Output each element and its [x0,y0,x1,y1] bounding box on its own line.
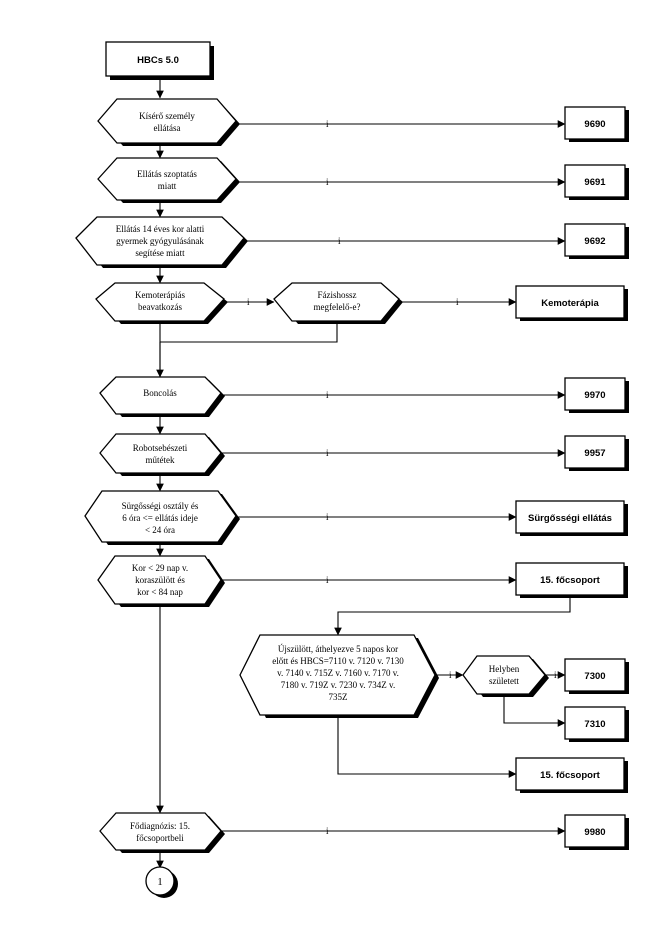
svg-text:előtt és HBCS=7110 v. 7120 v.: előtt és HBCS=7110 v. 7120 v. 7130 [272,656,404,666]
svg-text:kor < 84 nap: kor < 84 nap [137,587,183,597]
decision-14-eves: Ellátás 14 éves kor alatti gyermek gyógy… [75,216,248,268]
svg-text:segítése miatt: segítése miatt [135,248,185,258]
start-node: HBCs 5.0 [105,41,214,80]
svg-text:Kor < 29 nap v.: Kor < 29 nap v. [132,563,188,573]
outcome-surgossegi-ellatas: Sürgősségi ellátás [515,500,628,536]
yes-label: i [326,177,329,187]
svg-text:műtétek: műtétek [146,455,175,465]
yes-label: i [449,670,452,680]
yes-label: i [456,297,459,307]
svg-text:15. főcsoport: 15. főcsoport [540,575,600,586]
svg-text:15. főcsoport: 15. főcsoport [540,770,600,781]
svg-text:miatt: miatt [158,181,177,191]
yes-label: i [326,512,329,522]
outcome-9970: 9970 [564,377,629,413]
svg-text:Újszülött, áthelyezve 5 napos: Újszülött, áthelyezve 5 napos kor [278,644,398,654]
svg-text:Helyben: Helyben [489,664,520,674]
svg-text:9690: 9690 [584,119,605,130]
decision-ujszulott: Újszülött, áthelyezve 5 napos kor előtt … [239,634,439,718]
svg-text:Kemoterápia: Kemoterápia [541,298,599,309]
svg-text:főcsoportbeli: főcsoportbeli [136,833,184,843]
outcome-9691: 9691 [564,164,629,200]
outcome-7300: 7300 [564,658,629,694]
svg-text:Kemoterápiás: Kemoterápiás [135,290,185,300]
decision-kor-29-nap: Kor < 29 nap v. koraszülött és kor < 84 … [97,555,225,607]
svg-text:Fázishossz: Fázishossz [318,290,357,300]
outcome-9690: 9690 [564,106,629,142]
svg-text:7180 v. 719Z v. 7230 v. 734Z v: 7180 v. 719Z v. 7230 v. 734Z v. [281,680,395,690]
svg-text:7310: 7310 [584,719,605,730]
svg-text:6 óra <= ellátás ideje: 6 óra <= ellátás ideje [122,513,198,523]
svg-text:< 24 óra: < 24 óra [145,525,175,535]
outcome-15-focsoport: 15. főcsoport [515,562,628,598]
decision-fazishossz: Fázishossz megfelelő-e? [273,282,403,324]
decision-fodiagnozis: Fődiagnózis: 15. főcsoportbeli [99,812,225,853]
svg-text:7300: 7300 [584,671,605,682]
svg-text:Fődiagnózis: 15.: Fődiagnózis: 15. [130,821,190,831]
decision-surgossegi: Sürgősségi osztály és 6 óra <= ellátás i… [84,490,240,545]
outcome-9980: 9980 [564,814,629,850]
svg-text:Ellátás 14 éves kor alatti: Ellátás 14 éves kor alatti [116,224,205,234]
outcome-9957: 9957 [564,435,629,471]
start-label: HBCs 5.0 [137,55,179,66]
yes-label: i [338,236,341,246]
svg-text:9970: 9970 [584,390,605,401]
svg-text:Sürgősségi osztály és: Sürgősségi osztály és [122,501,199,511]
connector-lines [156,78,571,869]
decision-kisero-szemely: Kísérő személy ellátása [97,98,240,146]
svg-text:v. 7140 v. 715Z v. 7160 v. 717: v. 7140 v. 715Z v. 7160 v. 7170 v. [277,668,399,678]
svg-text:ellátása: ellátása [154,123,181,133]
svg-text:megfelelő-e?: megfelelő-e? [314,302,361,312]
yes-labels: i i i i i i i i i i i i [247,119,557,836]
yes-label: i [326,119,329,129]
svg-text:9691: 9691 [584,177,606,188]
svg-text:Kísérő személy: Kísérő személy [139,111,195,121]
decision-boncolas: Boncolás [99,376,225,417]
outcome-kemoterapia: Kemoterápia [515,285,628,321]
svg-text:9957: 9957 [584,448,605,459]
yes-label: i [326,390,329,400]
yes-label: i [326,448,329,458]
outcome-7310: 7310 [564,706,629,742]
outcome-15-focsoport-2: 15. főcsoport [515,757,628,793]
svg-text:koraszülött és: koraszülött és [135,575,185,585]
svg-text:beavatkozás: beavatkozás [138,302,182,312]
svg-text:Robotsebészeti: Robotsebészeti [133,443,188,453]
decision-kemoterapias: Kemoterápiás beavatkozás [95,282,228,324]
page-connector: 1 [145,866,178,898]
svg-text:Sürgősségi ellátás: Sürgősségi ellátás [528,513,612,524]
svg-text:gyermek gyógyulásának: gyermek gyógyulásának [116,236,204,246]
svg-text:Boncolás: Boncolás [143,388,177,398]
svg-text:született: született [489,676,519,686]
decision-szoptatas: Ellátás szoptatás miatt [97,157,240,203]
svg-text:1: 1 [157,876,163,888]
decision-helyben-szuletett: Helyben született [462,655,549,697]
svg-text:Ellátás szoptatás: Ellátás szoptatás [137,169,197,179]
svg-text:9692: 9692 [584,236,605,247]
yes-label: i [326,575,329,585]
svg-text:9980: 9980 [584,827,605,838]
outcome-9692: 9692 [564,223,629,259]
yes-label: i [554,670,557,680]
yes-label: i [247,297,250,307]
yes-label: i [326,826,329,836]
svg-text:735Z: 735Z [329,692,348,702]
decision-robotsebeszeti: Robotsebészeti műtétek [99,433,225,476]
